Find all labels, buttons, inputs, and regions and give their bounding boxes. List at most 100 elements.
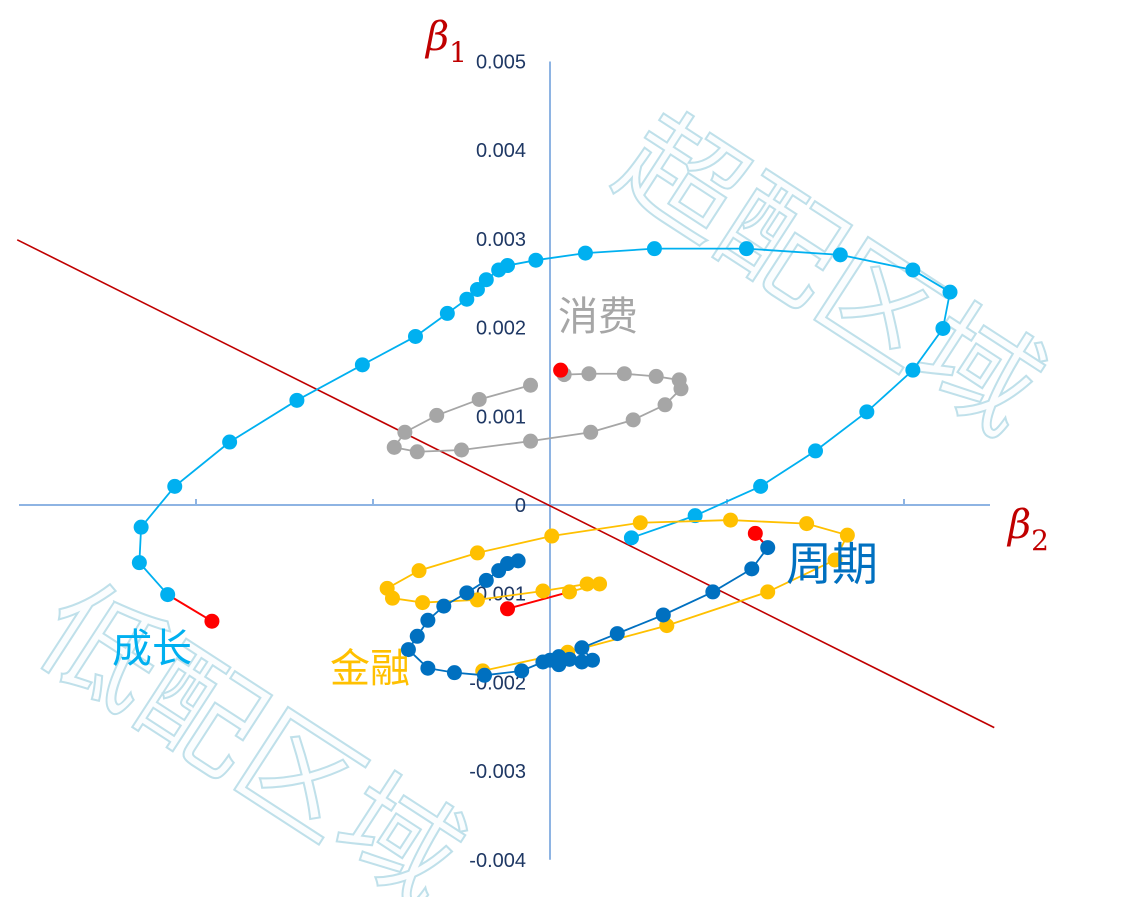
divider-line [16,239,995,729]
data-point [671,372,687,388]
data-point [469,281,485,297]
series-0 [131,241,958,629]
data-point [705,584,721,600]
data-point [386,439,402,455]
latest-data-point [747,525,763,541]
data-point [577,245,593,261]
data-point [808,443,823,459]
data-point [289,392,305,408]
data-point [935,320,951,336]
data-point [738,241,754,257]
data-point [131,555,147,571]
series-label-financial: 金融 [330,646,410,692]
data-point [528,252,544,268]
data-point [687,508,703,524]
data-point [827,552,843,568]
data-point [592,576,608,592]
data-point [420,612,436,628]
latest-data-point [553,362,569,378]
data-point [491,262,507,278]
series-label-growth: 成长 [112,626,192,672]
data-point [454,442,469,458]
series-line [138,247,952,596]
data-point [942,284,958,300]
y-tick-label: 0.001 [476,406,526,428]
reference-line [16,239,995,729]
data-point [429,407,445,423]
data-point [409,628,425,644]
data-point [574,640,590,656]
data-point [646,241,662,257]
data-point [384,590,400,606]
data-point [648,368,664,384]
data-point [436,598,452,614]
data-point [133,519,149,535]
series-3 [400,525,776,683]
latest-data-point [500,601,516,617]
latest-connector-line [507,590,570,610]
data-point [420,660,436,676]
latest-connector-line [167,593,213,623]
y-tick-label: 0.004 [476,140,526,162]
data-point [760,540,776,556]
data-point [478,572,494,588]
data-point [471,391,487,407]
y-tick-label: 0 [515,495,526,517]
series-2 [379,512,855,679]
data-point [625,412,641,428]
data-point [469,545,485,561]
data-point [760,584,776,600]
x-axis-title: β2 [1006,502,1049,557]
data-point [354,357,370,373]
data-point [400,642,416,658]
data-point [609,626,625,642]
watermark-underweight-zone: 低配区域 [15,558,486,897]
data-point [544,528,560,544]
y-tick-label: -0.003 [469,761,526,783]
series-line [385,519,849,672]
data-point [753,478,769,494]
series-group [131,241,958,683]
data-point [579,576,595,592]
series-label-consumption: 消费 [558,294,638,340]
data-point [616,366,632,382]
data-point [514,663,530,679]
data-point [723,512,739,528]
series-1 [386,362,689,460]
data-point [581,366,597,382]
data-point [407,328,423,344]
data-point [832,247,848,263]
data-point [859,404,875,420]
y-axis-title: β1 [424,14,467,69]
y-tick-label: 0.002 [476,318,526,340]
data-point [409,444,425,460]
data-point [523,377,539,393]
data-point [167,478,183,494]
y-tick-label: 0.003 [476,229,526,251]
data-point [584,652,600,668]
data-point [439,305,455,321]
data-point [459,291,475,307]
data-point [160,587,176,603]
data-point [561,651,577,667]
data-point [799,516,815,532]
data-point [657,397,673,413]
series-label-cyclical: 周期 [786,537,878,591]
data-point [744,561,760,577]
data-point [446,665,462,681]
y-tick-label: 0.005 [476,52,526,74]
data-point [491,563,507,579]
data-point [222,434,238,450]
data-point [477,667,493,683]
data-point [623,530,639,546]
data-point [583,424,599,440]
data-point [839,527,855,543]
y-tick-label: -0.004 [469,850,526,872]
data-point [478,272,494,288]
data-point [655,607,671,623]
data-point [905,262,921,278]
data-point [523,433,539,449]
latest-data-point [204,613,220,629]
